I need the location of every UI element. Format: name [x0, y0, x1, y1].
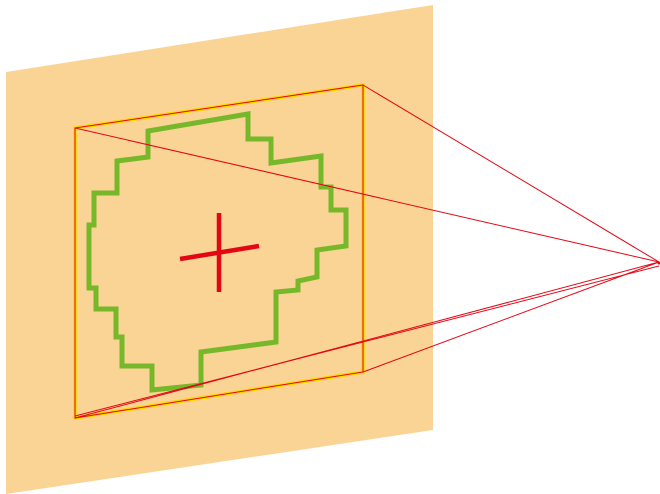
ray-top-left — [74, 127, 660, 263]
center-marker — [179, 213, 260, 292]
ray-bottom-right — [362, 261, 660, 373]
projection-rays — [74, 84, 660, 419]
camera-center — [657, 261, 660, 265]
ray-bottom-left-a — [74, 261, 660, 419]
ray-bottom-left-b — [74, 265, 660, 417]
object-outline — [86, 111, 349, 393]
ray-top-right — [362, 84, 660, 263]
